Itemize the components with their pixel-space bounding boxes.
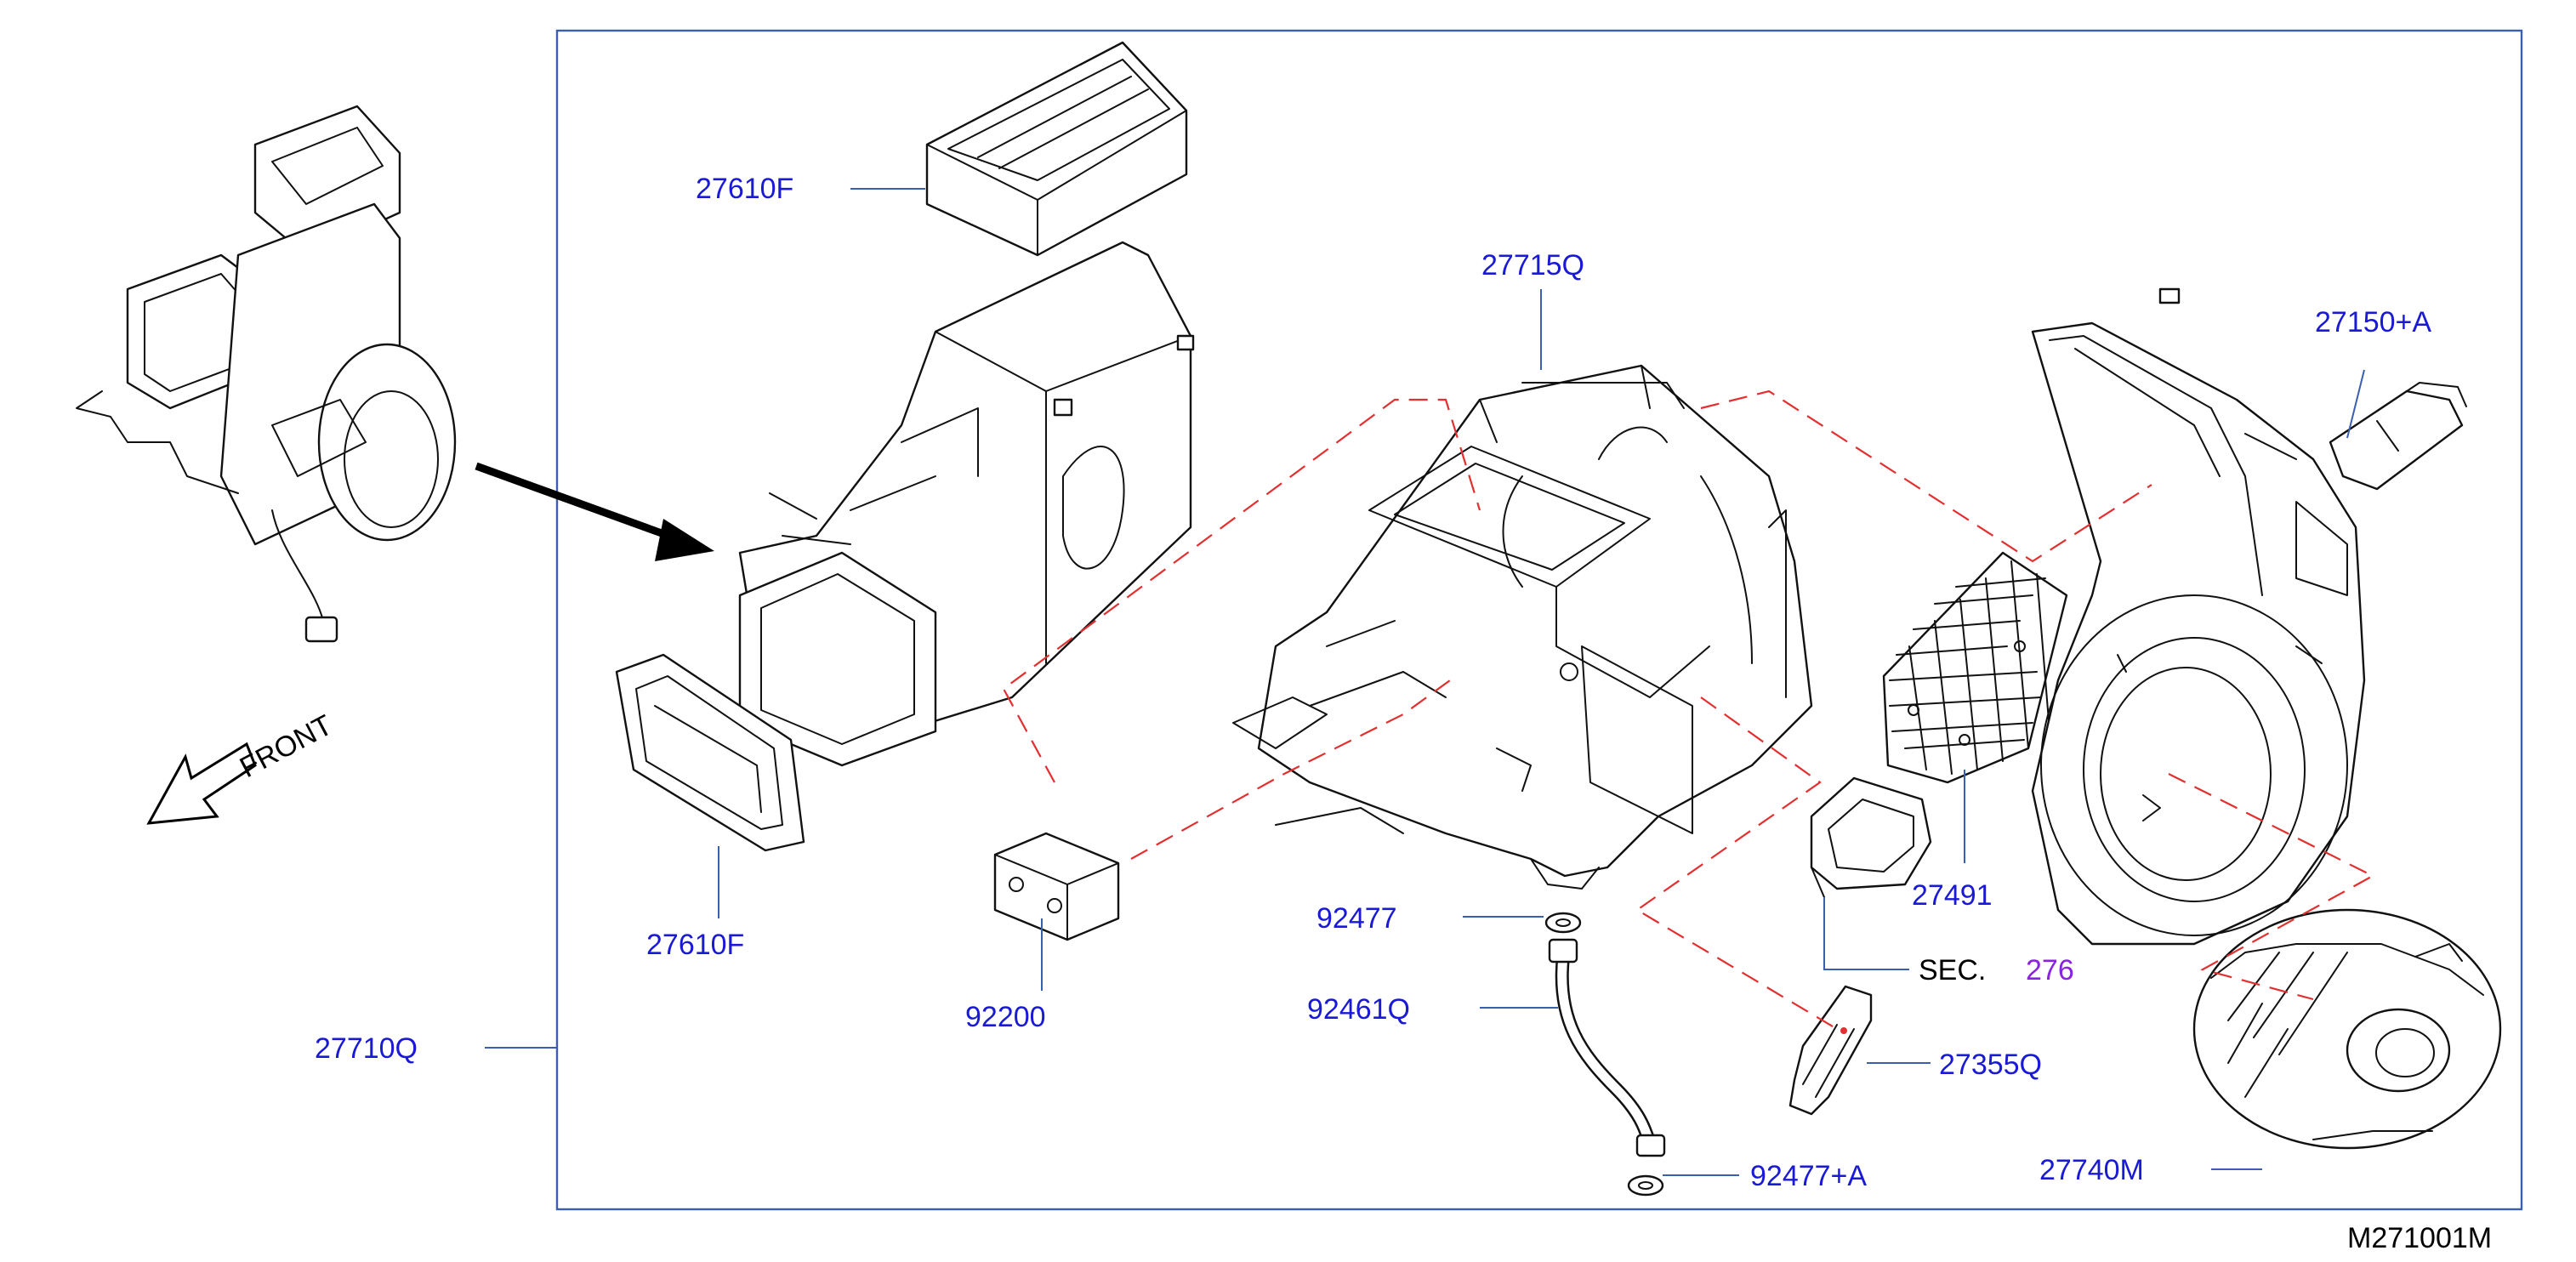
actuator [2329,382,2467,491]
grommet [1544,912,1582,934]
assembly-dashed-lines [1002,389,2375,1030]
label-case: 27715Q [1481,249,1584,281]
drain-hose [1548,938,1666,1157]
label-bracket: 27355Q [1939,1049,2042,1081]
blower-housing [2031,287,2366,946]
heater-case [1232,364,1813,890]
grommet-lower [1627,1174,1664,1197]
assembly-frame [555,29,2523,1211]
label-mesh: 27491 [1912,879,1993,912]
label-grommet: 92477 [1316,902,1397,935]
overview-unit [76,105,457,643]
label-seal: 92200 [965,1001,1046,1033]
label-actuator: 27150+A [2315,306,2431,338]
label-grommet-lower: 92477+A [1750,1160,1867,1192]
front-arrow-icon [146,742,257,825]
actuator-unit [1810,776,1932,898]
blower-motor [2192,908,2502,1150]
section-ref-number[interactable]: 276 [2026,954,2074,986]
bracket [1788,985,1873,1116]
filter-bottom [615,653,805,852]
label-filter-top: 27610F [696,173,793,205]
front-label: FRONT [235,709,338,785]
label-filter-bottom: 27610F [646,929,744,961]
seal-block [993,832,1120,941]
mesh-screen [1882,551,2068,784]
filter-top [925,41,1188,257]
leader-lines [485,188,2365,1176]
label-assembly: 27710Q [315,1032,418,1065]
section-ref-prefix: SEC. [1919,954,1986,986]
direction-arrow [475,462,714,561]
diagram-id: M271001M [2347,1222,2492,1254]
label-blower-motor: 27740M [2039,1154,2144,1186]
label-drain-hose: 92461Q [1307,993,1410,1026]
filter-housing [738,241,1195,767]
